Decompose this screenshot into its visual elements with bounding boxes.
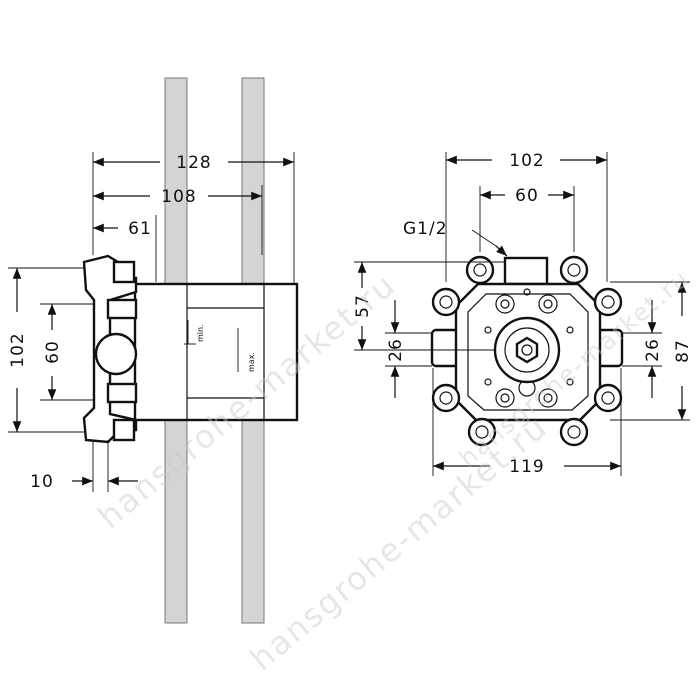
dim-inner-height: 60 bbox=[43, 340, 63, 364]
side-view: min. max. 128 108 61 102 60 bbox=[8, 77, 299, 624]
dim-spacing-top: 60 bbox=[515, 186, 539, 206]
dim-width-top: 102 bbox=[509, 151, 544, 171]
central-cartridge bbox=[493, 316, 561, 384]
dim-outlet-left: 26 bbox=[386, 338, 406, 362]
dim-width-bottom: 119 bbox=[509, 457, 544, 477]
mounting-lug-tr bbox=[559, 255, 589, 285]
mounting-lug-tl bbox=[465, 255, 495, 285]
valve-body-side bbox=[82, 254, 299, 444]
dim-mid-width: 108 bbox=[161, 187, 196, 207]
mounting-lug-bbl bbox=[467, 417, 497, 447]
mounting-lug-bl bbox=[431, 383, 461, 413]
label-min: min. bbox=[196, 324, 205, 342]
watermark-text-2: hansgrohe-market.ru bbox=[243, 407, 555, 678]
mounting-lug-mr bbox=[593, 287, 623, 317]
dim-height: 102 bbox=[8, 332, 28, 367]
front-view: 102 60 G1/2 57 26 26 87 bbox=[353, 151, 693, 477]
label-max: max. bbox=[247, 352, 256, 372]
dim-overall-width: 128 bbox=[176, 153, 211, 173]
dim-body-width: 61 bbox=[128, 219, 152, 239]
mounting-lug-br bbox=[593, 383, 623, 413]
mounting-lug-ml bbox=[431, 287, 461, 317]
thread-label: G1/2 bbox=[403, 219, 448, 239]
dim-flange: 10 bbox=[30, 472, 54, 492]
inlet-top bbox=[503, 256, 549, 286]
dim-offset-left: 57 bbox=[353, 294, 373, 318]
dim-outlet-right: 26 bbox=[643, 338, 663, 362]
mounting-lug-bbr bbox=[559, 417, 589, 447]
dim-height-right: 87 bbox=[673, 339, 693, 363]
